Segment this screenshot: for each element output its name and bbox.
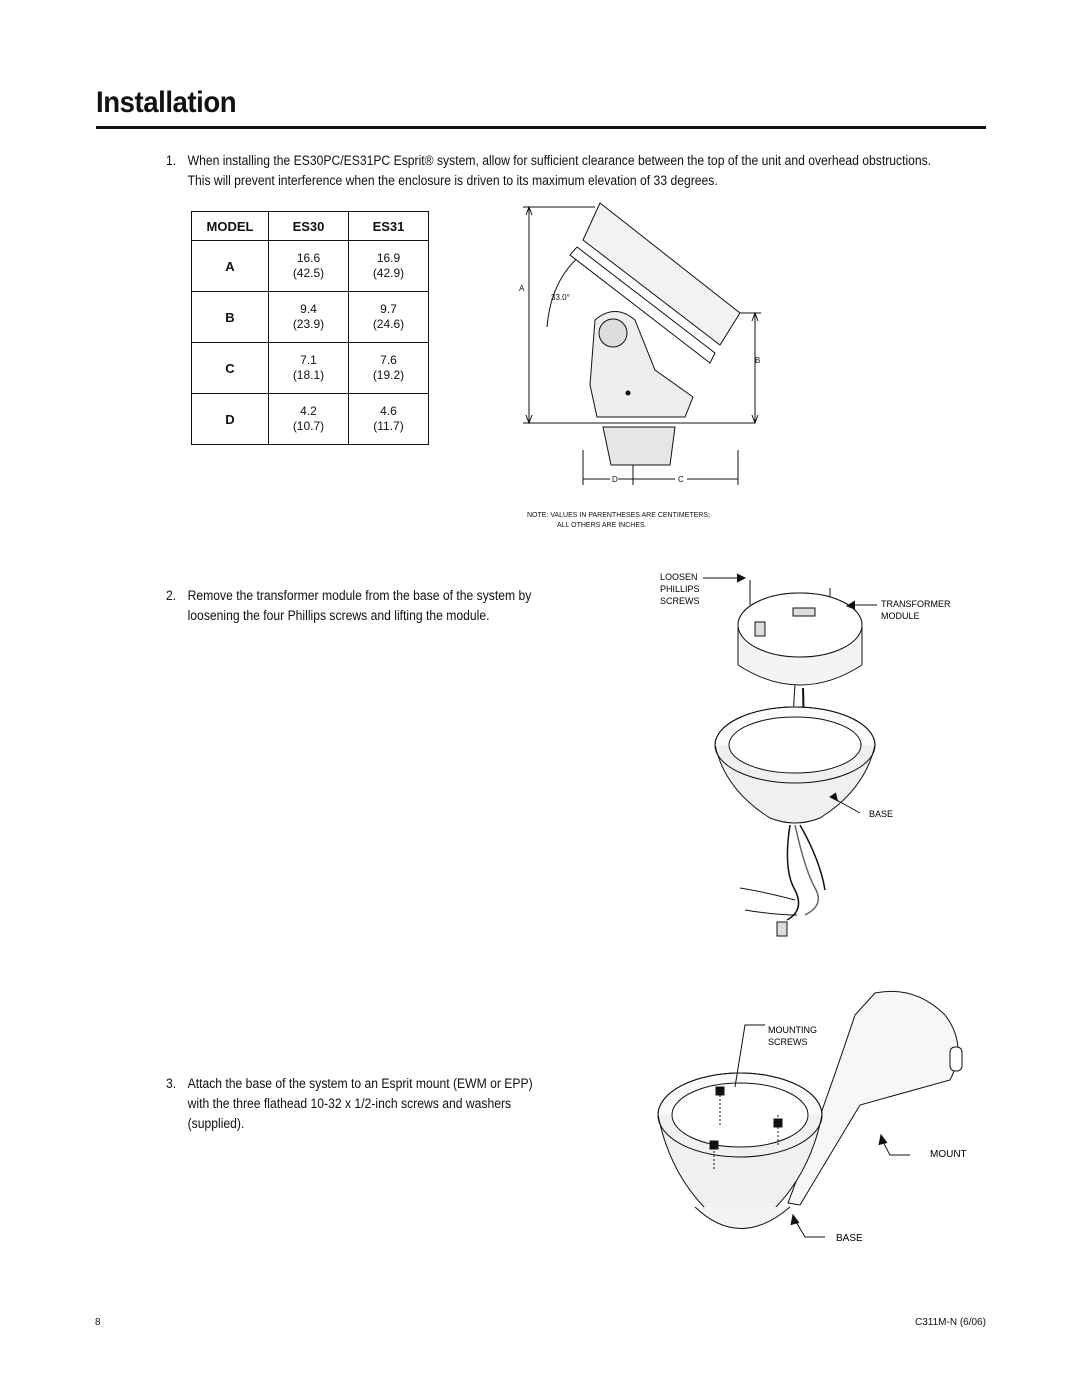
table-cell: 7.1(18.1): [268, 342, 349, 394]
step-1: 1. When installing the ES30PC/ES31PC Esp…: [166, 151, 1003, 191]
transformer-label-1: TRANSFORMER: [881, 599, 951, 609]
transformer-label-2: MODULE: [881, 611, 920, 621]
table-cell: 7.6(19.2): [348, 342, 429, 394]
value-in: 4.2: [300, 404, 317, 418]
value-cm: (42.5): [292, 266, 325, 280]
step-3-number: 3.: [166, 1076, 177, 1091]
row-label: D: [191, 393, 269, 445]
mount-figure: MOUNTING SCREWS MOUNT BASE: [657, 990, 967, 1244]
dim-a-label: A: [519, 284, 525, 293]
mounting-label-1: MOUNTING: [768, 1025, 817, 1035]
angle-label: 33.0°: [551, 293, 570, 302]
value-cm: (11.7): [373, 419, 404, 433]
value-cm: (10.7): [292, 419, 325, 433]
loosen-label-1: LOOSEN: [660, 572, 698, 582]
table-row: B 9.4(23.9) 9.7(24.6): [191, 291, 429, 343]
value-cm: (23.9): [292, 317, 325, 331]
loosen-label-3: SCREWS: [660, 596, 700, 606]
dim-c-label: C: [678, 475, 684, 484]
transformer-figure: LOOSEN PHILLIPS SCREWS TRANSFORMER MODUL…: [660, 572, 951, 937]
step-3-line-1: Attach the base of the system to an Espr…: [187, 1076, 533, 1091]
value-cm: (42.9): [372, 266, 405, 280]
step-3-line-3: (supplied).: [187, 1116, 245, 1131]
value-in: 9.7: [380, 302, 397, 316]
note-line-1: NOTE: VALUES IN PARENTHESES ARE CENTIMET…: [527, 512, 710, 519]
page-number: 8: [95, 1317, 101, 1328]
dimension-table: MODEL ES30 ES31 A 16.6(42.5) 16.9(42.9) …: [191, 211, 429, 445]
doc-code: C311M-N (6/06): [915, 1317, 986, 1328]
value-cm: (24.6): [372, 317, 405, 331]
loosen-label-2: PHILLIPS: [660, 584, 700, 594]
row-label: A: [191, 240, 269, 292]
step-1-line-2: This will prevent interference when the …: [187, 173, 718, 188]
value-in: 16.6: [296, 251, 321, 265]
note-line-2: ALL OTHERS ARE INCHES.: [557, 522, 647, 529]
step-2-number: 2.: [166, 588, 177, 603]
value-in: 4.6: [380, 404, 397, 418]
row-label: C: [191, 342, 269, 394]
table-header-es30: ES30: [268, 211, 349, 241]
dimension-figure: A B D C 33.0°: [519, 202, 761, 485]
value-cm: (18.1): [292, 368, 325, 382]
step-1-line-1: When installing the ES30PC/ES31PC Esprit…: [187, 153, 932, 168]
table-row: A 16.6(42.5) 16.9(42.9): [191, 240, 429, 292]
value-in: 9.4: [300, 302, 317, 316]
value-in: 7.6: [380, 353, 397, 367]
step-3: 3. Attach the base of the system to an E…: [166, 1074, 616, 1136]
table-cell: 4.2(10.7): [268, 393, 349, 445]
dim-d-label: D: [612, 475, 618, 484]
mounting-label-2: SCREWS: [768, 1037, 808, 1047]
step-2-line-1: Remove the transformer module from the b…: [187, 588, 532, 603]
table-row: D 4.2(10.7) 4.6(11.7): [191, 393, 429, 445]
page-title: Installation: [96, 86, 237, 119]
base-label: BASE: [836, 1233, 863, 1244]
value-cm: (19.2): [372, 368, 405, 382]
figure-note: NOTE: VALUES IN PARENTHESES ARE CENTIMET…: [527, 511, 710, 531]
value-in: 16.9: [376, 251, 401, 265]
base-label: BASE: [869, 809, 893, 819]
table-row: C 7.1(18.1) 7.6(19.2): [191, 342, 429, 394]
step-2: 2. Remove the transformer module from th…: [166, 586, 616, 626]
mount-label: MOUNT: [930, 1149, 967, 1160]
table-cell: 9.4(23.9): [268, 291, 349, 343]
dim-b-label: B: [755, 356, 760, 365]
step-3-line-2: with the three flathead 10-32 x 1/2-inch…: [187, 1096, 512, 1111]
value-in: 7.1: [300, 353, 317, 367]
table-cell: 4.6(11.7): [349, 394, 429, 445]
table-header-model: MODEL: [191, 211, 269, 241]
table-cell: 9.7(24.6): [348, 291, 429, 343]
table-cell: 16.6(42.5): [268, 240, 349, 292]
row-label: B: [191, 291, 269, 343]
title-rule: [96, 126, 986, 129]
step-2-line-2: loosening the four Phillips screws and l…: [187, 608, 490, 623]
table-cell: 16.9(42.9): [348, 240, 429, 292]
step-1-number: 1.: [166, 153, 177, 168]
table-header-es31: ES31: [348, 211, 429, 241]
